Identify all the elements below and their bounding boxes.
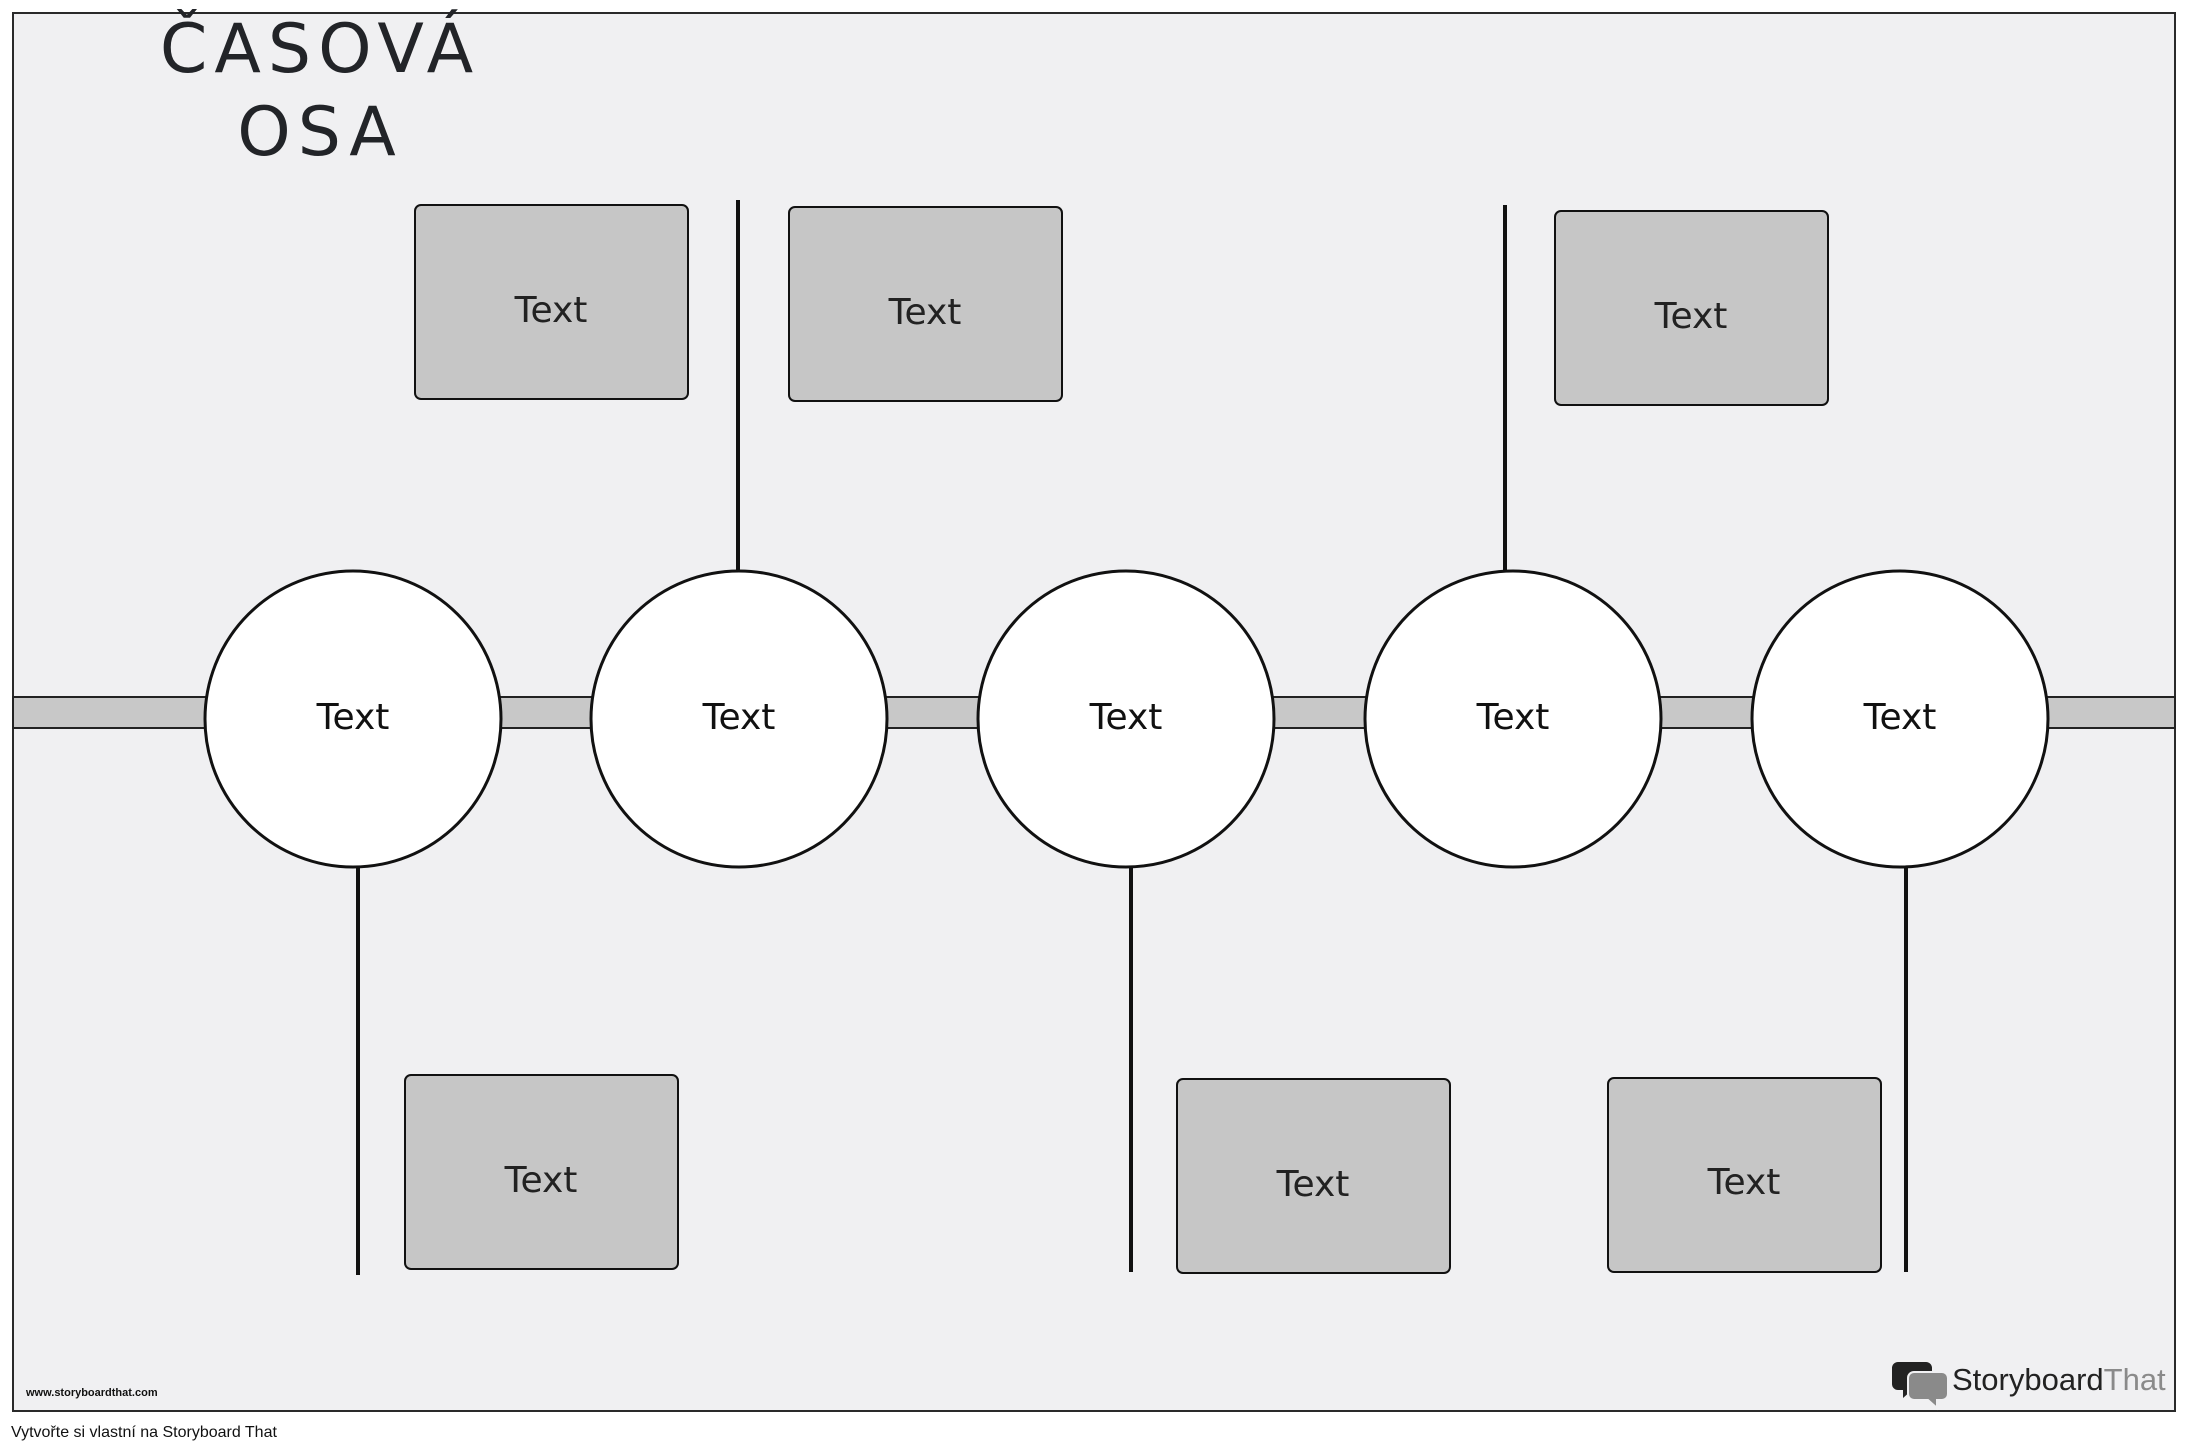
- top-text-box-1-label: Text: [514, 290, 588, 331]
- bottom-text-box-1: Text: [404, 1074, 679, 1270]
- timeline-node-3-label: Text: [1089, 697, 1163, 738]
- timeline-node-1-label: Text: [316, 697, 390, 738]
- timeline-node-5: Text: [1750, 569, 2050, 869]
- timeline-node-2-label: Text: [702, 697, 776, 738]
- timeline-node-2: Text: [589, 569, 889, 869]
- bottom-text-box-1-label: Text: [504, 1160, 578, 1201]
- svg-text:StoryboardThat: StoryboardThat: [1952, 1362, 2166, 1397]
- bottom-text-box-3-label: Text: [1707, 1162, 1781, 1203]
- top-text-box-1: Text: [414, 204, 689, 400]
- timeline-node-4-label: Text: [1476, 697, 1550, 738]
- top-text-box-3-label: Text: [1654, 296, 1728, 337]
- title-line-1: ČASOVÁ: [160, 9, 480, 89]
- top-text-box-2-label: Text: [888, 292, 962, 333]
- brand-name-part2: That: [2104, 1362, 2166, 1397]
- top-text-box-2: Text: [788, 206, 1063, 402]
- speech-bubbles-icon: [1892, 1362, 1949, 1411]
- timeline-node-5-label: Text: [1863, 697, 1937, 738]
- bottom-text-box-3: Text: [1607, 1077, 1882, 1273]
- watermark-url: www.storyboardthat.com: [25, 1387, 158, 1399]
- timeline-node-3: Text: [976, 569, 1276, 869]
- title-line-2: OSA: [237, 93, 402, 172]
- top-text-box-3: Text: [1554, 210, 1829, 406]
- brand-name-part1: Storyboard: [1952, 1362, 2104, 1397]
- storyboardthat-logo: StoryboardThat: [1892, 1362, 2166, 1411]
- timeline-node-4: Text: [1363, 569, 1663, 869]
- bottom-text-box-2: Text: [1176, 1078, 1451, 1274]
- footer-caption: Vytvořte si vlastní na Storyboard That: [11, 1424, 277, 1441]
- bottom-text-box-2-label: Text: [1276, 1164, 1350, 1205]
- timeline-node-1: Text: [203, 569, 503, 869]
